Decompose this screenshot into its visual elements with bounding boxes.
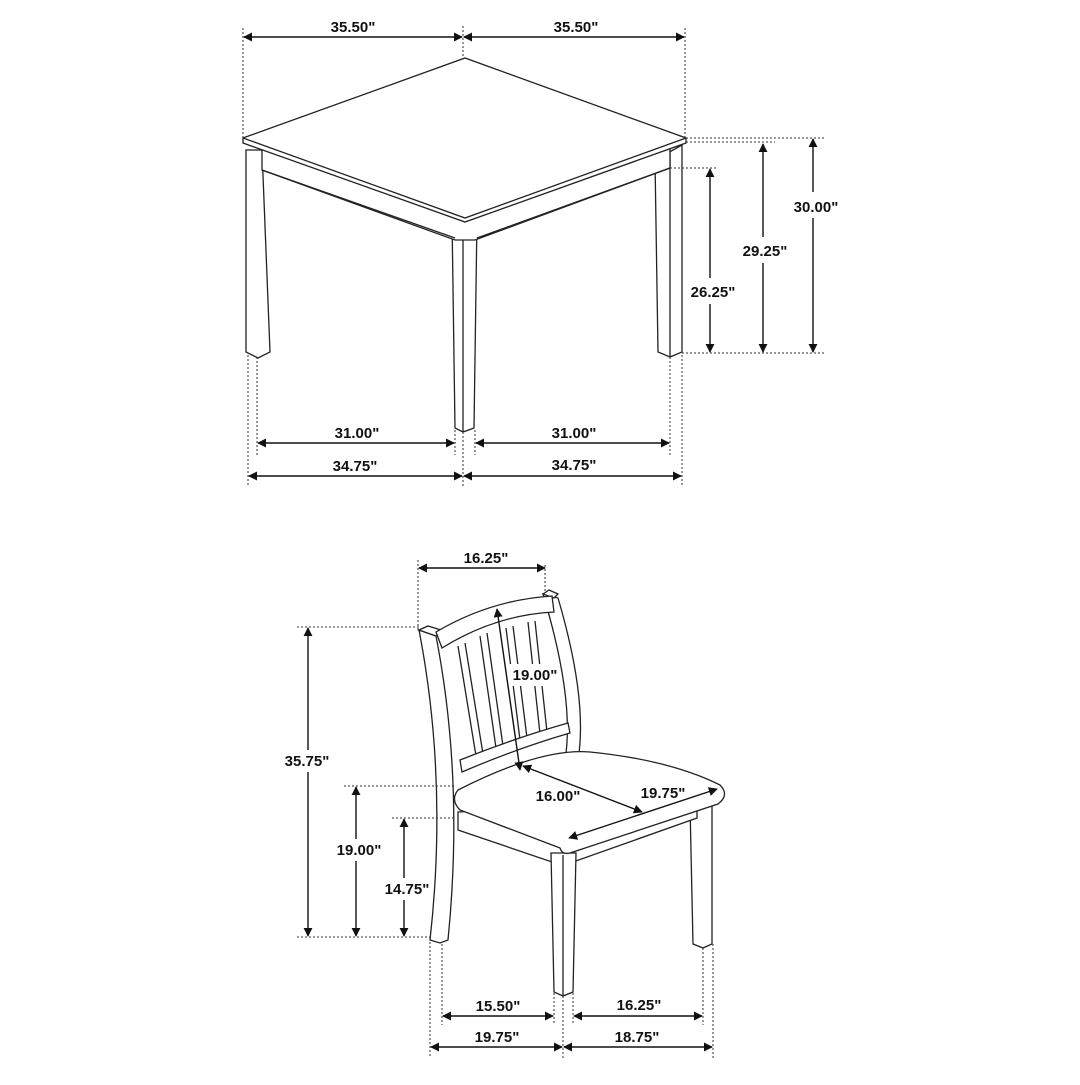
table-inner-span-left-label: 31.00" <box>335 425 380 442</box>
table-top <box>242 57 687 223</box>
chair-outer-span-right-label: 18.75" <box>615 1029 660 1046</box>
table-outer-span-right-label: 34.75" <box>552 457 597 474</box>
table-apron-height-label: 29.25" <box>743 243 788 260</box>
table-top-width-left-label: 35.50" <box>331 19 376 36</box>
chair-back-height-label: 19.00" <box>513 667 558 684</box>
chair-top-rail <box>435 595 555 649</box>
chair-overall-height-label: 35.75" <box>285 753 330 770</box>
chair-seat-width-dimension <box>568 787 718 840</box>
chair-seat-height-label: 19.00" <box>337 842 382 859</box>
chair-inner-span-right-label: 16.25" <box>617 997 662 1014</box>
chair-back-width-label: 16.25" <box>464 550 509 567</box>
chair-back-height-dimension <box>493 608 524 771</box>
chair-drawing: 16.25" 19.00" 16.00" 19.75" 35.75" 19.00… <box>278 550 726 1058</box>
chair-seat-width-label: 19.75" <box>641 785 686 802</box>
chair-inner-span-left-label: 15.50" <box>476 998 521 1015</box>
table-leg-clearance-label: 26.25" <box>691 284 736 301</box>
table-top-width-right-label: 35.50" <box>554 19 599 36</box>
table-drawing: 35.50" 35.50" 30.00" 29.25" 26.25" 31.00… <box>242 19 842 487</box>
table-height-label: 30.00" <box>794 199 839 216</box>
chair-apron-clearance-label: 14.75" <box>385 881 430 898</box>
chair-outer-span-left-label: 19.75" <box>475 1029 520 1046</box>
table-inner-span-right-label: 31.00" <box>552 425 597 442</box>
chair-seat-depth-label: 16.00" <box>536 788 581 805</box>
table-outer-span-left-label: 34.75" <box>333 458 378 475</box>
